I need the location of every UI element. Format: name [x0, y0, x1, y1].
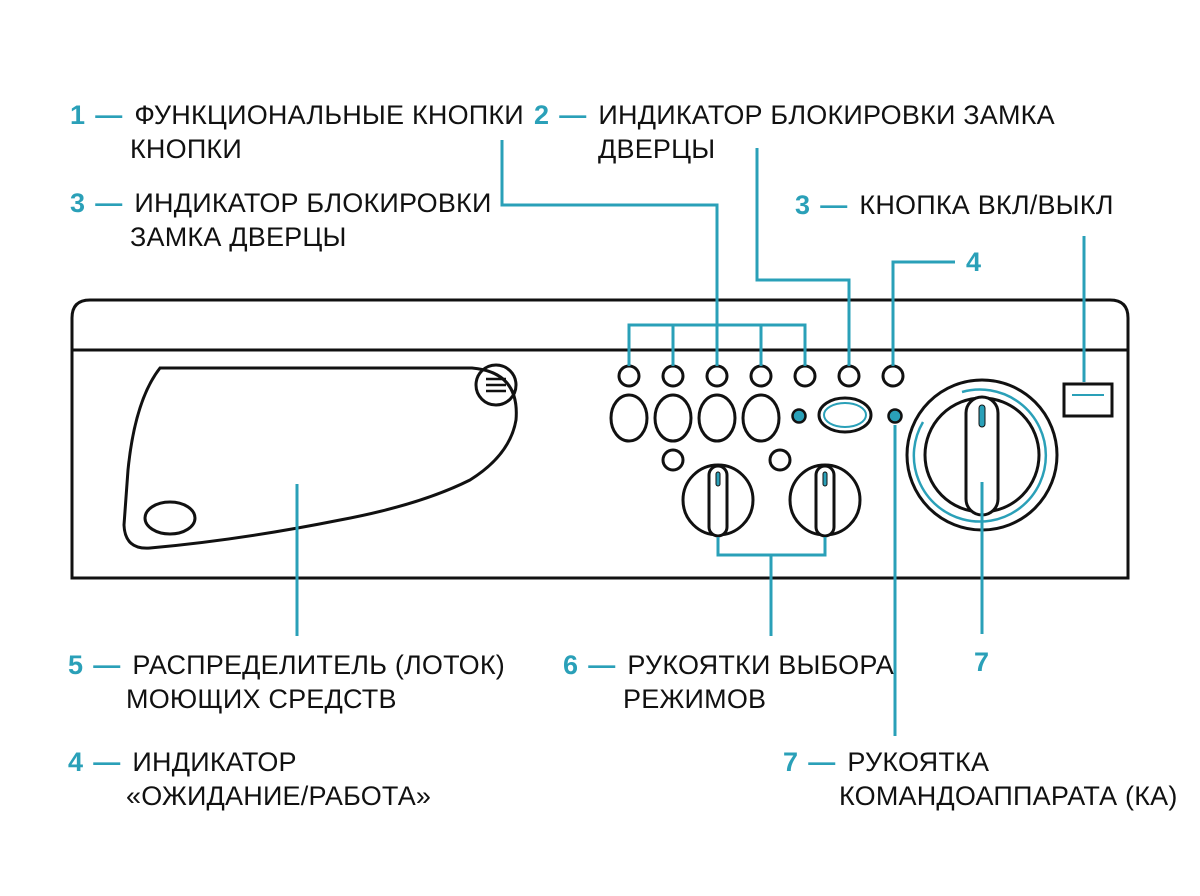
- callout-1: 1—ФУНКЦИОНАЛЬНЫЕ КНОПКИ КНОПКИ: [70, 100, 524, 164]
- knob-aux-right: [768, 448, 792, 472]
- callout-7-bottom-text-line2: КОМАНДОАППАРАТА (КА): [839, 781, 1178, 811]
- callout-6-text: РУКОЯТКИ ВЫБОРА: [627, 650, 894, 680]
- callout-4-bottom-number: 4: [68, 747, 84, 777]
- selector-knob-left: [681, 463, 755, 538]
- callout-5-number: 5: [68, 650, 84, 680]
- callout-3-right-text: КНОПКА ВКЛ/ВЫКЛ: [859, 190, 1114, 220]
- power-oval-highlight: [823, 402, 867, 428]
- callout-3-left: 3—ИНДИКАТОР БЛОКИРОВКИ ЗАМКА ДВЕРЦЫ: [70, 188, 492, 252]
- small-button-2: [661, 364, 685, 388]
- oval-button-4: [741, 393, 781, 443]
- selector-knob-right: [788, 463, 862, 538]
- callout-5-text-line2: МОЮЩИХ СРЕДСТВ: [126, 684, 397, 714]
- oval-button-2: [653, 393, 693, 443]
- led-right: [887, 408, 903, 424]
- callout-3-right: 3—КНОПКА ВКЛ/ВЫКЛ: [795, 190, 1114, 220]
- callout-1-text: ФУНКЦИОНАЛЬНЫЕ КНОПКИ: [134, 100, 524, 130]
- function-buttons-small: [617, 364, 905, 388]
- small-button-4: [749, 364, 773, 388]
- leader-1: [500, 140, 719, 325]
- small-button-1: [617, 364, 641, 388]
- callout-7-bottom-number: 7: [783, 747, 799, 777]
- callout-7-mid: 7: [974, 645, 999, 679]
- callout-7-bottom: 7—РУКОЯТКА КОМАНДОАППАРАТА (КА): [783, 747, 1178, 811]
- function-buttons-large: [609, 393, 781, 443]
- callout-2-text: ИНДИКАТОР БЛОКИРОВКИ ЗАМКА: [598, 100, 1055, 130]
- tray-grip: [143, 500, 197, 536]
- callout-1-number: 1: [70, 100, 86, 130]
- callout-7-bottom-text: РУКОЯТКА: [847, 747, 990, 777]
- led-left: [791, 408, 807, 424]
- callout-2-number: 2: [534, 100, 550, 130]
- callout-3-right-number: 3: [795, 190, 811, 220]
- callout-2-text-line2: ДВЕРЦЫ: [598, 134, 716, 164]
- menu-lines-icon: [474, 363, 518, 407]
- callout-4-bottom-text: ИНДИКАТОР: [132, 747, 297, 777]
- small-button-3: [705, 364, 729, 388]
- knob-aux-left: [661, 448, 685, 472]
- leader-lines: [295, 140, 1086, 736]
- callout-7-mid-number: 7: [974, 647, 990, 677]
- callout-6-text-line2: РЕЖИМОВ: [623, 684, 767, 714]
- callout-5: 5—РАСПРЕДЕЛИТЕЛЬ (ЛОТОК) МОЮЩИХ СРЕДСТВ: [68, 650, 505, 714]
- callout-3-left-text: ИНДИКАТОР БЛОКИРОВКИ: [134, 188, 492, 218]
- power-switch: [1062, 382, 1114, 418]
- callout-1-text-line2: КНОПКИ: [130, 134, 242, 164]
- callout-4-top: 4: [966, 245, 991, 279]
- callout-2: 2—ИНДИКАТОР БЛОКИРОВКИ ЗАМКА ДВЕРЦЫ: [534, 100, 1055, 164]
- power-oval-button: [817, 396, 873, 434]
- callout-5-text: РАСПРЕДЕЛИТЕЛЬ (ЛОТОК): [132, 650, 505, 680]
- callout-6: 6—РУКОЯТКИ ВЫБОРА РЕЖИМОВ: [563, 650, 894, 714]
- callout-4-top-number: 4: [966, 247, 982, 277]
- small-button-6: [837, 364, 861, 388]
- callout-4-bottom-text-line2: «ОЖИДАНИЕ/РАБОТА»: [126, 781, 432, 811]
- callout-4-bottom: 4—ИНДИКАТОР «ОЖИДАНИЕ/РАБОТА»: [68, 747, 432, 811]
- oval-button-1: [609, 393, 649, 443]
- detergent-tray: [122, 366, 518, 550]
- leader-6: [716, 537, 827, 557]
- panel-outline: [70, 298, 1130, 580]
- callout-3-left-text-line2: ЗАМКА ДВЕРЦЫ: [130, 222, 347, 252]
- callout-6-number: 6: [563, 650, 579, 680]
- leader-2: [755, 148, 851, 366]
- small-button-7: [881, 364, 905, 388]
- leader-4-top: [891, 260, 955, 366]
- oval-button-3: [697, 393, 737, 443]
- callout-3-left-number: 3: [70, 188, 86, 218]
- small-button-5: [793, 364, 817, 388]
